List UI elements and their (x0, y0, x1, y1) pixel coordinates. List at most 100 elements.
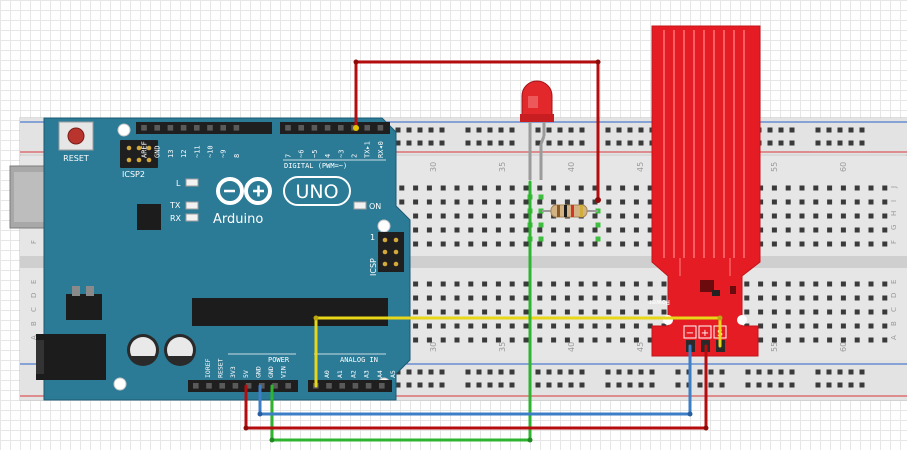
breadboard-hole[interactable] (468, 337, 474, 343)
breadboard-hole[interactable] (578, 185, 584, 191)
rail-hole[interactable] (476, 127, 482, 133)
breadboard-hole[interactable] (854, 295, 860, 301)
breadboard-hole[interactable] (799, 241, 805, 247)
rail-hole[interactable] (579, 369, 585, 375)
rail-hole[interactable] (568, 369, 574, 375)
breadboard-hole[interactable] (771, 323, 777, 329)
breadboard-hole[interactable] (551, 281, 557, 287)
breadboard-hole[interactable] (840, 227, 846, 233)
rail-hole[interactable] (406, 369, 412, 375)
breadboard-hole[interactable] (854, 309, 860, 315)
breadboard-hole[interactable] (495, 295, 501, 301)
rail-hole[interactable] (826, 382, 832, 388)
digital-pin[interactable] (285, 125, 291, 131)
rail-hole[interactable] (815, 369, 821, 375)
rail-hole[interactable] (417, 369, 423, 375)
breadboard-hole[interactable] (813, 241, 819, 247)
breadboard-hole[interactable] (440, 309, 446, 315)
breadboard-hole[interactable] (758, 309, 764, 315)
rail-hole[interactable] (465, 140, 471, 146)
breadboard-hole[interactable] (813, 227, 819, 233)
breadboard-hole[interactable] (592, 309, 598, 315)
breadboard-hole[interactable] (537, 295, 543, 301)
breadboard-hole[interactable] (882, 309, 888, 315)
breadboard-hole[interactable] (495, 227, 501, 233)
breadboard-hole[interactable] (413, 323, 419, 329)
breadboard-hole[interactable] (758, 213, 764, 219)
breadboard-hole[interactable] (509, 199, 515, 205)
rail-hole[interactable] (498, 382, 504, 388)
breadboard-hole[interactable] (771, 227, 777, 233)
rail-hole[interactable] (487, 140, 493, 146)
breadboard-hole[interactable] (578, 295, 584, 301)
breadboard-hole[interactable] (633, 213, 639, 219)
power-pin[interactable] (245, 383, 252, 389)
breadboard-hole[interactable] (868, 241, 874, 247)
breadboard-hole[interactable] (440, 295, 446, 301)
breadboard-hole[interactable] (827, 227, 833, 233)
breadboard-hole[interactable] (482, 213, 488, 219)
rail-hole[interactable] (605, 140, 611, 146)
breadboard-hole[interactable] (620, 323, 626, 329)
breadboard-hole[interactable] (827, 323, 833, 329)
analog-pin[interactable] (352, 383, 359, 389)
breadboard-hole[interactable] (620, 281, 626, 287)
rail-hole[interactable] (579, 140, 585, 146)
breadboard-hole[interactable] (633, 227, 639, 233)
breadboard-hole[interactable] (771, 295, 777, 301)
breadboard-hole[interactable] (564, 281, 570, 287)
breadboard-hole[interactable] (771, 213, 777, 219)
breadboard-hole[interactable] (482, 185, 488, 191)
breadboard-hole[interactable] (840, 323, 846, 329)
rail-hole[interactable] (535, 369, 541, 375)
rail-hole[interactable] (568, 127, 574, 133)
breadboard-hole[interactable] (482, 199, 488, 205)
rail-hole[interactable] (826, 140, 832, 146)
breadboard-hole[interactable] (413, 213, 419, 219)
breadboard-hole[interactable] (813, 281, 819, 287)
rail-hole[interactable] (487, 127, 493, 133)
rail-hole[interactable] (745, 369, 751, 375)
rail-hole[interactable] (439, 382, 445, 388)
rail-hole[interactable] (417, 382, 423, 388)
breadboard-hole[interactable] (813, 309, 819, 315)
breadboard-hole[interactable] (647, 323, 653, 329)
breadboard-hole[interactable] (578, 281, 584, 287)
digital-pin[interactable] (377, 125, 384, 131)
digital-pin[interactable] (180, 125, 187, 131)
breadboard-hole[interactable] (882, 241, 888, 247)
breadboard-hole[interactable] (551, 185, 557, 191)
breadboard-hole[interactable] (633, 281, 639, 287)
breadboard-hole[interactable] (592, 281, 598, 287)
breadboard-hole[interactable] (413, 295, 419, 301)
breadboard-hole[interactable] (882, 281, 888, 287)
breadboard-hole[interactable] (854, 199, 860, 205)
breadboard-hole[interactable] (564, 227, 570, 233)
breadboard-hole[interactable] (854, 227, 860, 233)
breadboard-hole[interactable] (578, 337, 584, 343)
rail-hole[interactable] (719, 369, 725, 375)
rail-hole[interactable] (778, 382, 784, 388)
breadboard-hole[interactable] (854, 213, 860, 219)
breadboard-hole[interactable] (413, 227, 419, 233)
breadboard-hole[interactable] (592, 337, 598, 343)
rail-hole[interactable] (616, 382, 622, 388)
breadboard-hole[interactable] (799, 227, 805, 233)
breadboard-hole[interactable] (840, 281, 846, 287)
breadboard-hole[interactable] (551, 309, 557, 315)
rail-hole[interactable] (568, 140, 574, 146)
breadboard-hole[interactable] (868, 295, 874, 301)
rail-hole[interactable] (708, 369, 714, 375)
rail-hole[interactable] (745, 382, 751, 388)
analog-pin[interactable] (339, 383, 345, 389)
rail-hole[interactable] (509, 127, 515, 133)
breadboard-hole[interactable] (578, 199, 584, 205)
rail-hole[interactable] (675, 369, 681, 375)
breadboard-hole[interactable] (509, 337, 515, 343)
power-pin[interactable] (219, 383, 225, 389)
breadboard-hole[interactable] (413, 309, 419, 315)
breadboard-hole[interactable] (647, 227, 653, 233)
breadboard-hole[interactable] (758, 281, 764, 287)
rail-hole[interactable] (498, 140, 504, 146)
breadboard-hole[interactable] (468, 227, 474, 233)
